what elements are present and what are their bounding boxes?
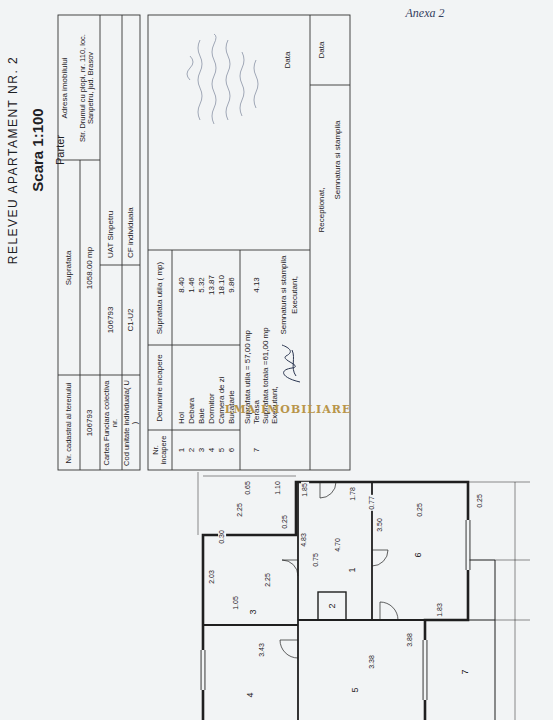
table-cell: Data xyxy=(284,52,293,69)
table-cell: Suprafata utila ( mp) xyxy=(156,254,165,342)
table-cell: 8.40 xyxy=(178,277,187,293)
heading-text: Parter xyxy=(54,135,66,165)
table-cell: 5.32 xyxy=(198,277,207,293)
handwritten-note: Anexa 2 xyxy=(406,7,445,20)
table-cell: 5 xyxy=(218,448,227,452)
dimension-label: 1.85 xyxy=(301,482,309,498)
dimension-label: 4.70 xyxy=(334,537,342,553)
dimension-label: 0.77 xyxy=(368,495,376,511)
table-cell: C1-U2 xyxy=(127,308,136,331)
signature xyxy=(282,345,300,382)
table-cell: Hol xyxy=(178,412,187,424)
dimension-label: 2.25 xyxy=(236,502,244,518)
table-cell: Dormitor xyxy=(208,393,217,424)
table-cell: Semnatura si stampila xyxy=(334,120,343,199)
table-cell: UAT Sinpetru xyxy=(107,211,116,258)
table-cell: Nr. incapere xyxy=(152,432,169,468)
dimension-label: 1.05 xyxy=(232,595,240,611)
table-cell: Data xyxy=(318,42,327,59)
table-cell: 106793 xyxy=(86,410,95,437)
table-cell: 1058.00 mp xyxy=(86,247,95,289)
table-cell: Cod unitate individuala( U ) xyxy=(123,379,140,467)
table-cell: 6 xyxy=(228,448,237,452)
room-number: 2 xyxy=(327,602,337,609)
tables xyxy=(58,15,350,470)
table-cell: 18.10 xyxy=(218,275,227,295)
dimension-label: 0.25 xyxy=(416,502,424,518)
dimension-label: 1.10 xyxy=(274,480,282,496)
table-cell: 2 xyxy=(188,448,197,452)
dimension-label: 0.25 xyxy=(281,514,289,530)
dimension-label: 3.38 xyxy=(368,654,376,670)
dimension-label: 2.03 xyxy=(208,569,216,585)
table-cell: Cartea Funciara colectiva nr. xyxy=(103,379,120,467)
dimension-label: 1.83 xyxy=(436,602,444,618)
heading-text: Scara 1:100 xyxy=(30,108,47,191)
table-cell: Nr. cadastral al terenului xyxy=(65,379,73,467)
table-cell: 4.13 xyxy=(253,277,262,293)
room-number: 5 xyxy=(350,686,360,693)
watermark: LMA IMOBILIARE xyxy=(225,404,352,416)
dimension-label: 0.75 xyxy=(312,552,320,568)
table-cell: 1 xyxy=(178,448,187,452)
room-number: 7 xyxy=(460,668,470,675)
table-cell: 106793 xyxy=(107,307,116,334)
stamp-handwriting xyxy=(187,34,258,124)
dimension-label: 3.43 xyxy=(258,642,266,658)
dimension-label: 0.30 xyxy=(218,529,226,545)
table-cell: Suprafata xyxy=(65,251,74,286)
table-cell: Receptionat, xyxy=(318,188,327,233)
dimension-label: 0.65 xyxy=(244,480,252,496)
dimension-label: 3.50 xyxy=(376,517,384,533)
table-cell: CF individuala xyxy=(127,207,136,258)
table-cell: Adresa imobilului xyxy=(61,58,70,119)
table-cell: Debara xyxy=(188,398,197,424)
floor-plan xyxy=(198,472,530,720)
table-cell: 4 xyxy=(208,448,217,452)
table-cell: 3 xyxy=(198,448,207,452)
table-cell: 9.86 xyxy=(228,277,237,293)
dimension-label: 0.25 xyxy=(476,493,484,509)
dimension-label: 1.78 xyxy=(349,486,357,502)
table-cell: Str. Drumul cu plopi, nr. 110, loc. Sanp… xyxy=(79,21,96,156)
table-cell: Denumire incapere xyxy=(156,348,165,428)
table-cell: 7 xyxy=(253,448,262,452)
room-number: 4 xyxy=(245,691,255,698)
dimension-label: 3.88 xyxy=(406,632,414,648)
table-cell: 1.46 xyxy=(188,277,197,293)
table-cell: Camera de zi xyxy=(218,376,227,424)
room-number: 3 xyxy=(248,608,258,615)
document-title: RELEVEU APARTAMENT NR. 2 xyxy=(7,56,20,265)
table-cell: 13.87 xyxy=(208,275,217,295)
room-number: 1 xyxy=(347,566,357,573)
table-cell: Executant, xyxy=(291,276,300,314)
dimension-label: 4.83 xyxy=(300,532,308,548)
table-cell: Semnatura si stampila xyxy=(280,255,289,334)
table-cell: Baie xyxy=(198,408,207,424)
dimension-label: 2.25 xyxy=(264,572,272,588)
room-number: 6 xyxy=(413,551,423,558)
